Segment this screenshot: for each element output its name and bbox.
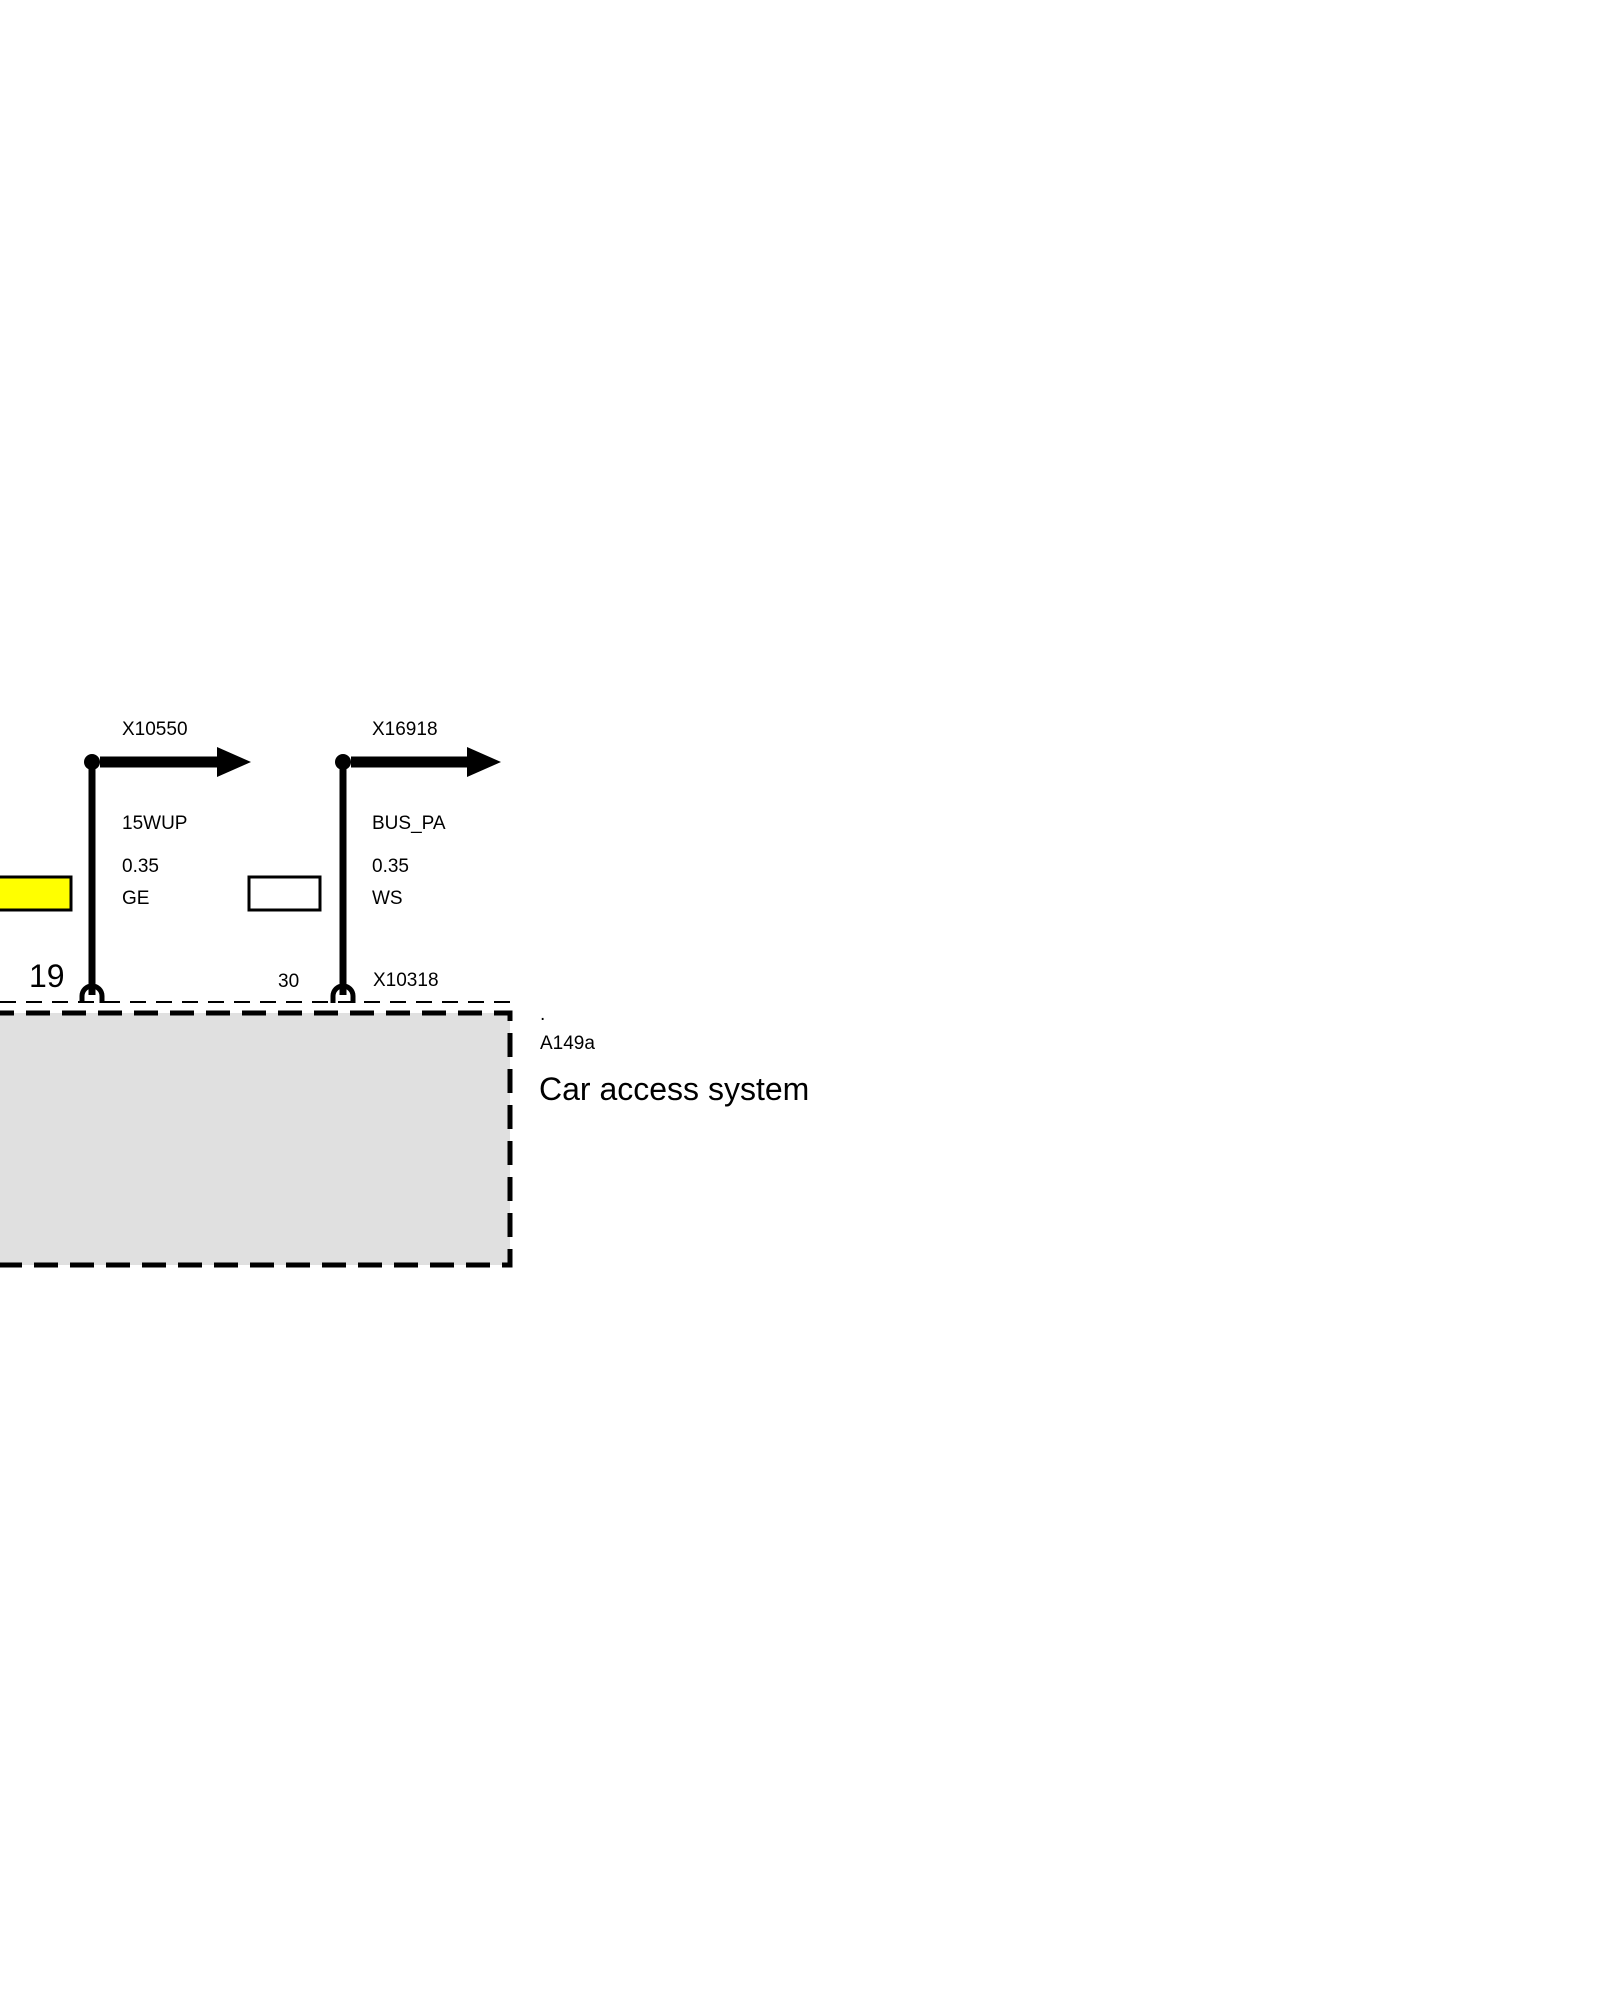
wire-1-target-connector: X10550	[122, 719, 188, 740]
wire-2: X16918 BUS_PA 0.35 WS 30	[247, 719, 501, 1003]
wire-1-color-code: GE	[122, 888, 149, 909]
wire-1-color-swatch	[0, 875, 73, 912]
module-box	[0, 1010, 513, 1268]
module-marker: .	[540, 1004, 545, 1025]
wire-2-cross-section: 0.35	[372, 856, 409, 877]
module-connector-id: X10318	[373, 970, 439, 991]
wire-2-arrow-head	[467, 747, 501, 777]
wire-1-pin-contact	[79, 983, 105, 1003]
wire-2-pin-contact	[330, 983, 356, 1003]
wire-2-target-connector: X16918	[372, 719, 438, 740]
component-name: Car access system	[539, 1071, 809, 1107]
wire-2-pin-number: 30	[278, 971, 299, 992]
component-id: A149a	[540, 1033, 595, 1054]
wire-1-pin-number: 19	[29, 958, 65, 994]
wire-2-junction-dot	[335, 754, 351, 770]
wire-2-color-code: WS	[372, 888, 403, 909]
wire-1-cross-section: 0.35	[122, 856, 159, 877]
wire-1: X10550 15WUP 0.35 GE 19	[0, 719, 251, 1003]
wire-1-junction-dot	[84, 754, 100, 770]
wire-1-arrow-head	[217, 747, 251, 777]
wire-2-color-swatch	[247, 875, 322, 912]
wire-1-signal-name: 15WUP	[122, 813, 187, 834]
wire-2-signal-name: BUS_PA	[372, 813, 446, 834]
